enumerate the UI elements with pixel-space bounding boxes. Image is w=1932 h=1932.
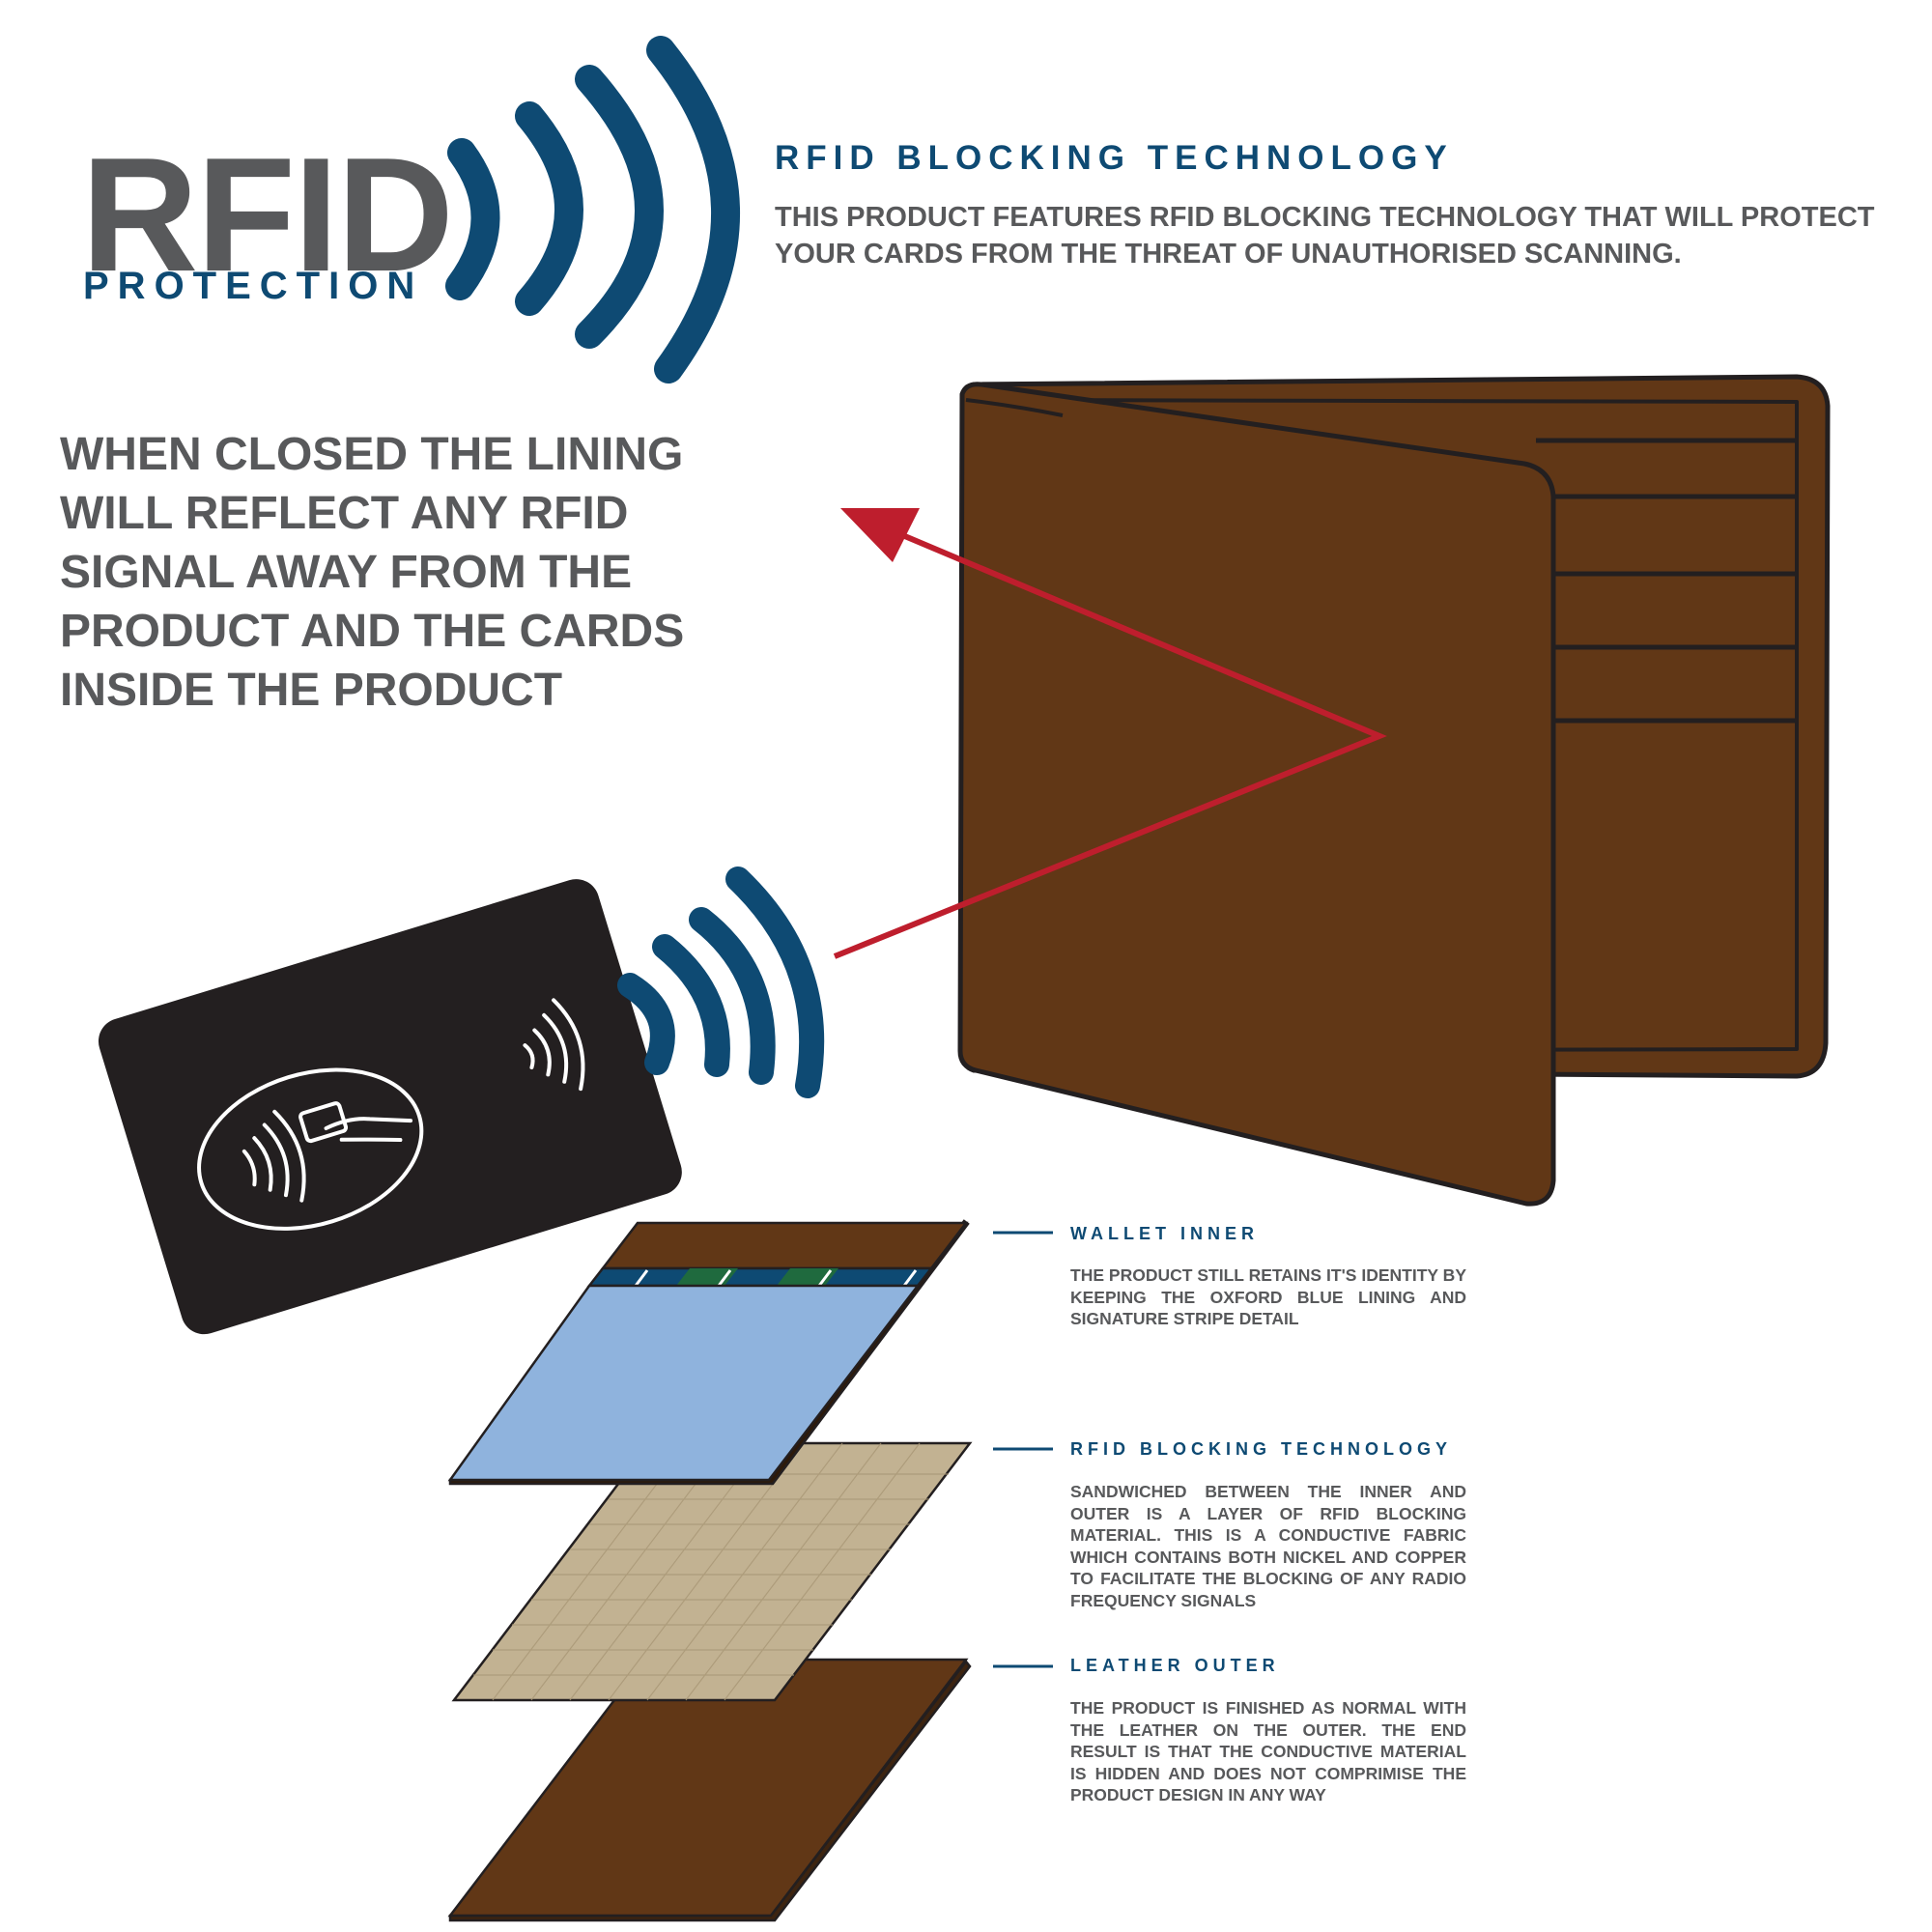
card-signal-wave-4 (552, 998, 585, 1092)
layer-description-rfid-blocking: SANDWICHED BETWEEN THE INNER AND OUTER I… (1070, 1482, 1466, 1610)
signature-stripe-pattern (634, 1268, 918, 1287)
logo-wave-4 (646, 36, 740, 384)
layer-title-rfid-blocking: RFID BLOCKING TECHNOLOGY (1070, 1439, 1452, 1459)
emit-wave-3 (689, 907, 776, 1085)
layer-leather-outer (447, 1658, 969, 1918)
logo-rfid-wordmark: RFID (81, 124, 454, 305)
wallet-fold-edge (965, 398, 1064, 417)
reflection-path (833, 526, 1387, 959)
wallet-front-flap (957, 382, 1556, 1207)
card-icon-wave-1 (242, 1149, 257, 1187)
card-icon-wave-4 (272, 1109, 306, 1203)
layer-wallet-inner-lining (447, 1284, 921, 1482)
card-icon-mini-card (298, 1101, 349, 1144)
layer-blocking-fabric (451, 1441, 973, 1702)
open-wallet-illustration (957, 374, 1831, 1207)
contactless-payment-icon (197, 1067, 424, 1231)
layer-diagram (447, 1219, 973, 1922)
logo-signal-waves-icon (445, 36, 740, 384)
logo-wave-3 (575, 65, 664, 349)
card-signal-wave-2 (532, 1028, 552, 1077)
card-icon-wave-3 (262, 1122, 290, 1198)
layer-description-wallet-inner: THE PRODUCT STILL RETAINS IT'S IDENTITY … (1070, 1265, 1466, 1328)
card-body (98, 879, 682, 1335)
reflection-statement: WHEN CLOSED THE LINING WILL REFLECT ANY … (60, 429, 685, 716)
emit-wave-2 (652, 934, 730, 1077)
logo-protection-wordmark: PROTECTION (83, 265, 424, 307)
page-description: THIS PRODUCT FEATURES RFID BLOCKING TECH… (775, 202, 1875, 270)
logo-wave-2 (515, 101, 583, 316)
card-signal-wave-3 (542, 1012, 569, 1084)
emit-wave-1 (617, 973, 675, 1075)
layer-description-leather-outer: THE PRODUCT IS FINISHED AS NORMAL WITH T… (1070, 1698, 1466, 1804)
layer-title-leather-outer: LEATHER OUTER (1070, 1656, 1280, 1675)
card-signal-wave-1 (523, 1043, 535, 1070)
layer-wallet-inner-band (600, 1221, 969, 1270)
reflection-arrow-icon (833, 508, 1387, 959)
card-signal-waves-icon (617, 867, 825, 1098)
layer-title-wallet-inner: WALLET INNER (1070, 1224, 1259, 1243)
emit-wave-4 (725, 867, 825, 1098)
card-icon-wave-2 (252, 1136, 273, 1192)
card-icon-hand (324, 1117, 413, 1143)
logo-wave-1 (445, 138, 500, 300)
arrow-head (840, 508, 920, 562)
leader-lines (993, 1231, 1053, 1668)
fabric-grid (473, 1442, 949, 1701)
page-heading: RFID BLOCKING TECHNOLOGY (775, 139, 1454, 177)
contactless-card (98, 879, 682, 1335)
